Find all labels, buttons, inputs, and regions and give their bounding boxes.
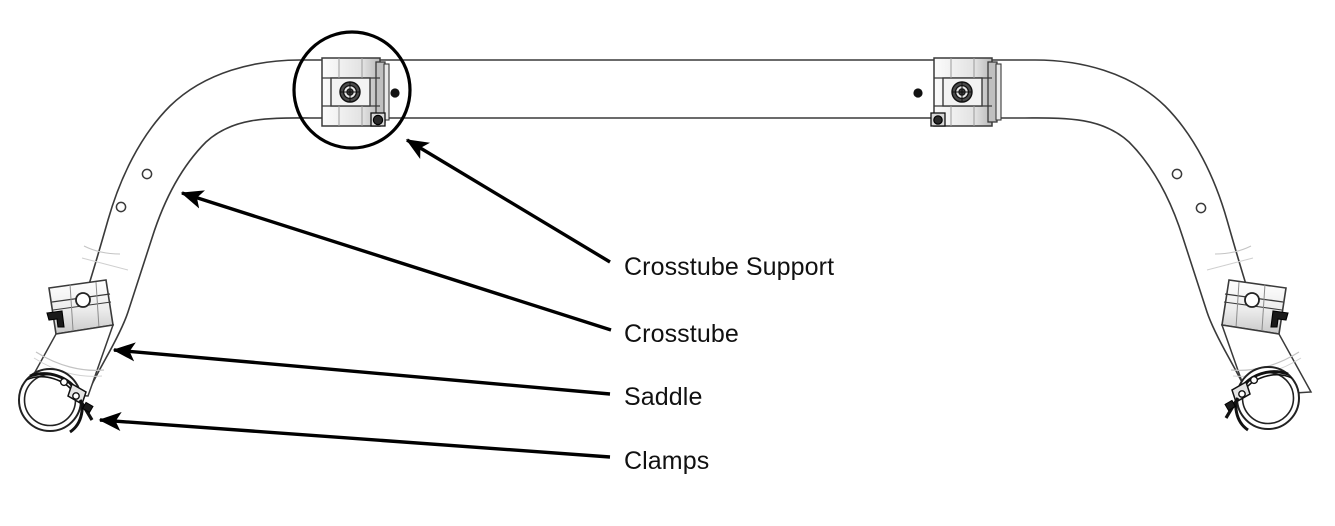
support-lower-bolt-right — [933, 115, 943, 125]
clamp-ring-left — [18, 368, 94, 434]
support-bolt-dot-left — [390, 88, 400, 98]
callout-label-crosstube: Crosstube — [624, 320, 739, 348]
crosstube-support-left — [321, 57, 390, 127]
callout-label-saddle: Saddle — [624, 383, 703, 411]
collar-hole-left — [75, 292, 91, 308]
collar-band-right — [1221, 279, 1289, 335]
clamp-ring-right — [1224, 366, 1300, 432]
support-bolt-dot-right — [913, 88, 923, 98]
tube-hole-left-upper — [141, 168, 153, 180]
tube-hole-left-lower — [115, 201, 127, 213]
bracket-tab-left — [46, 310, 65, 328]
tube-hole-right-lower — [1195, 202, 1207, 214]
detail-highlight-circle — [292, 30, 412, 150]
leader-crosstube-support — [405, 138, 611, 264]
leader-crosstube — [180, 190, 612, 332]
collar-band-left — [46, 279, 114, 335]
leader-saddle — [112, 342, 611, 396]
tube-hole-right-upper — [1171, 168, 1183, 180]
collar-hole-right — [1244, 292, 1260, 308]
callout-leaders — [98, 138, 612, 459]
callout-label-crosstube-support: Crosstube Support — [624, 253, 835, 281]
support-lower-bolt-left — [372, 114, 384, 126]
callout-label-clamps: Clamps — [624, 447, 710, 475]
leader-clamps — [98, 412, 611, 459]
crosstube-support-right — [930, 57, 1002, 127]
bracket-tab-right — [1270, 310, 1289, 328]
